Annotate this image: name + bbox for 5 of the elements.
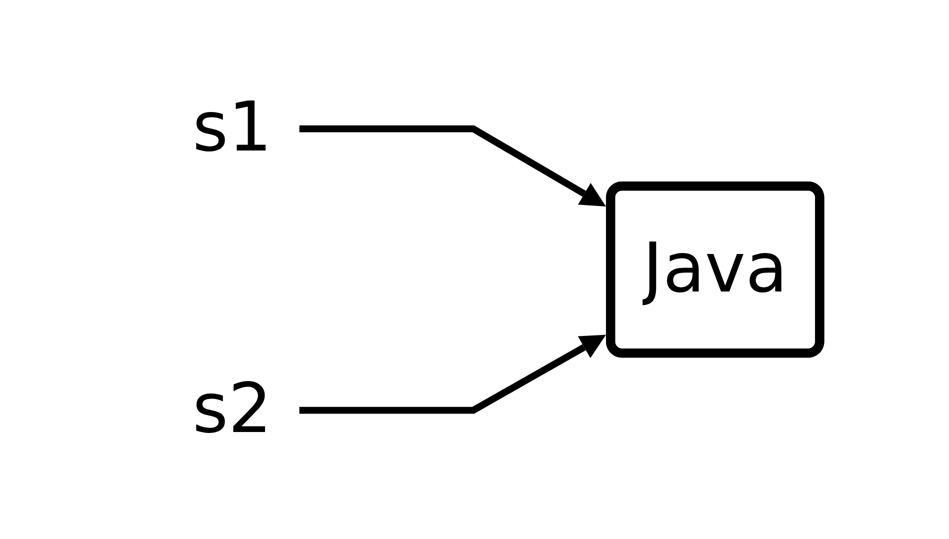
arrow <box>300 334 606 414</box>
arrow <box>300 125 606 206</box>
node-label: s2 <box>192 370 272 450</box>
node-label: s1 <box>192 88 272 169</box>
process-box: Java <box>606 181 825 358</box>
